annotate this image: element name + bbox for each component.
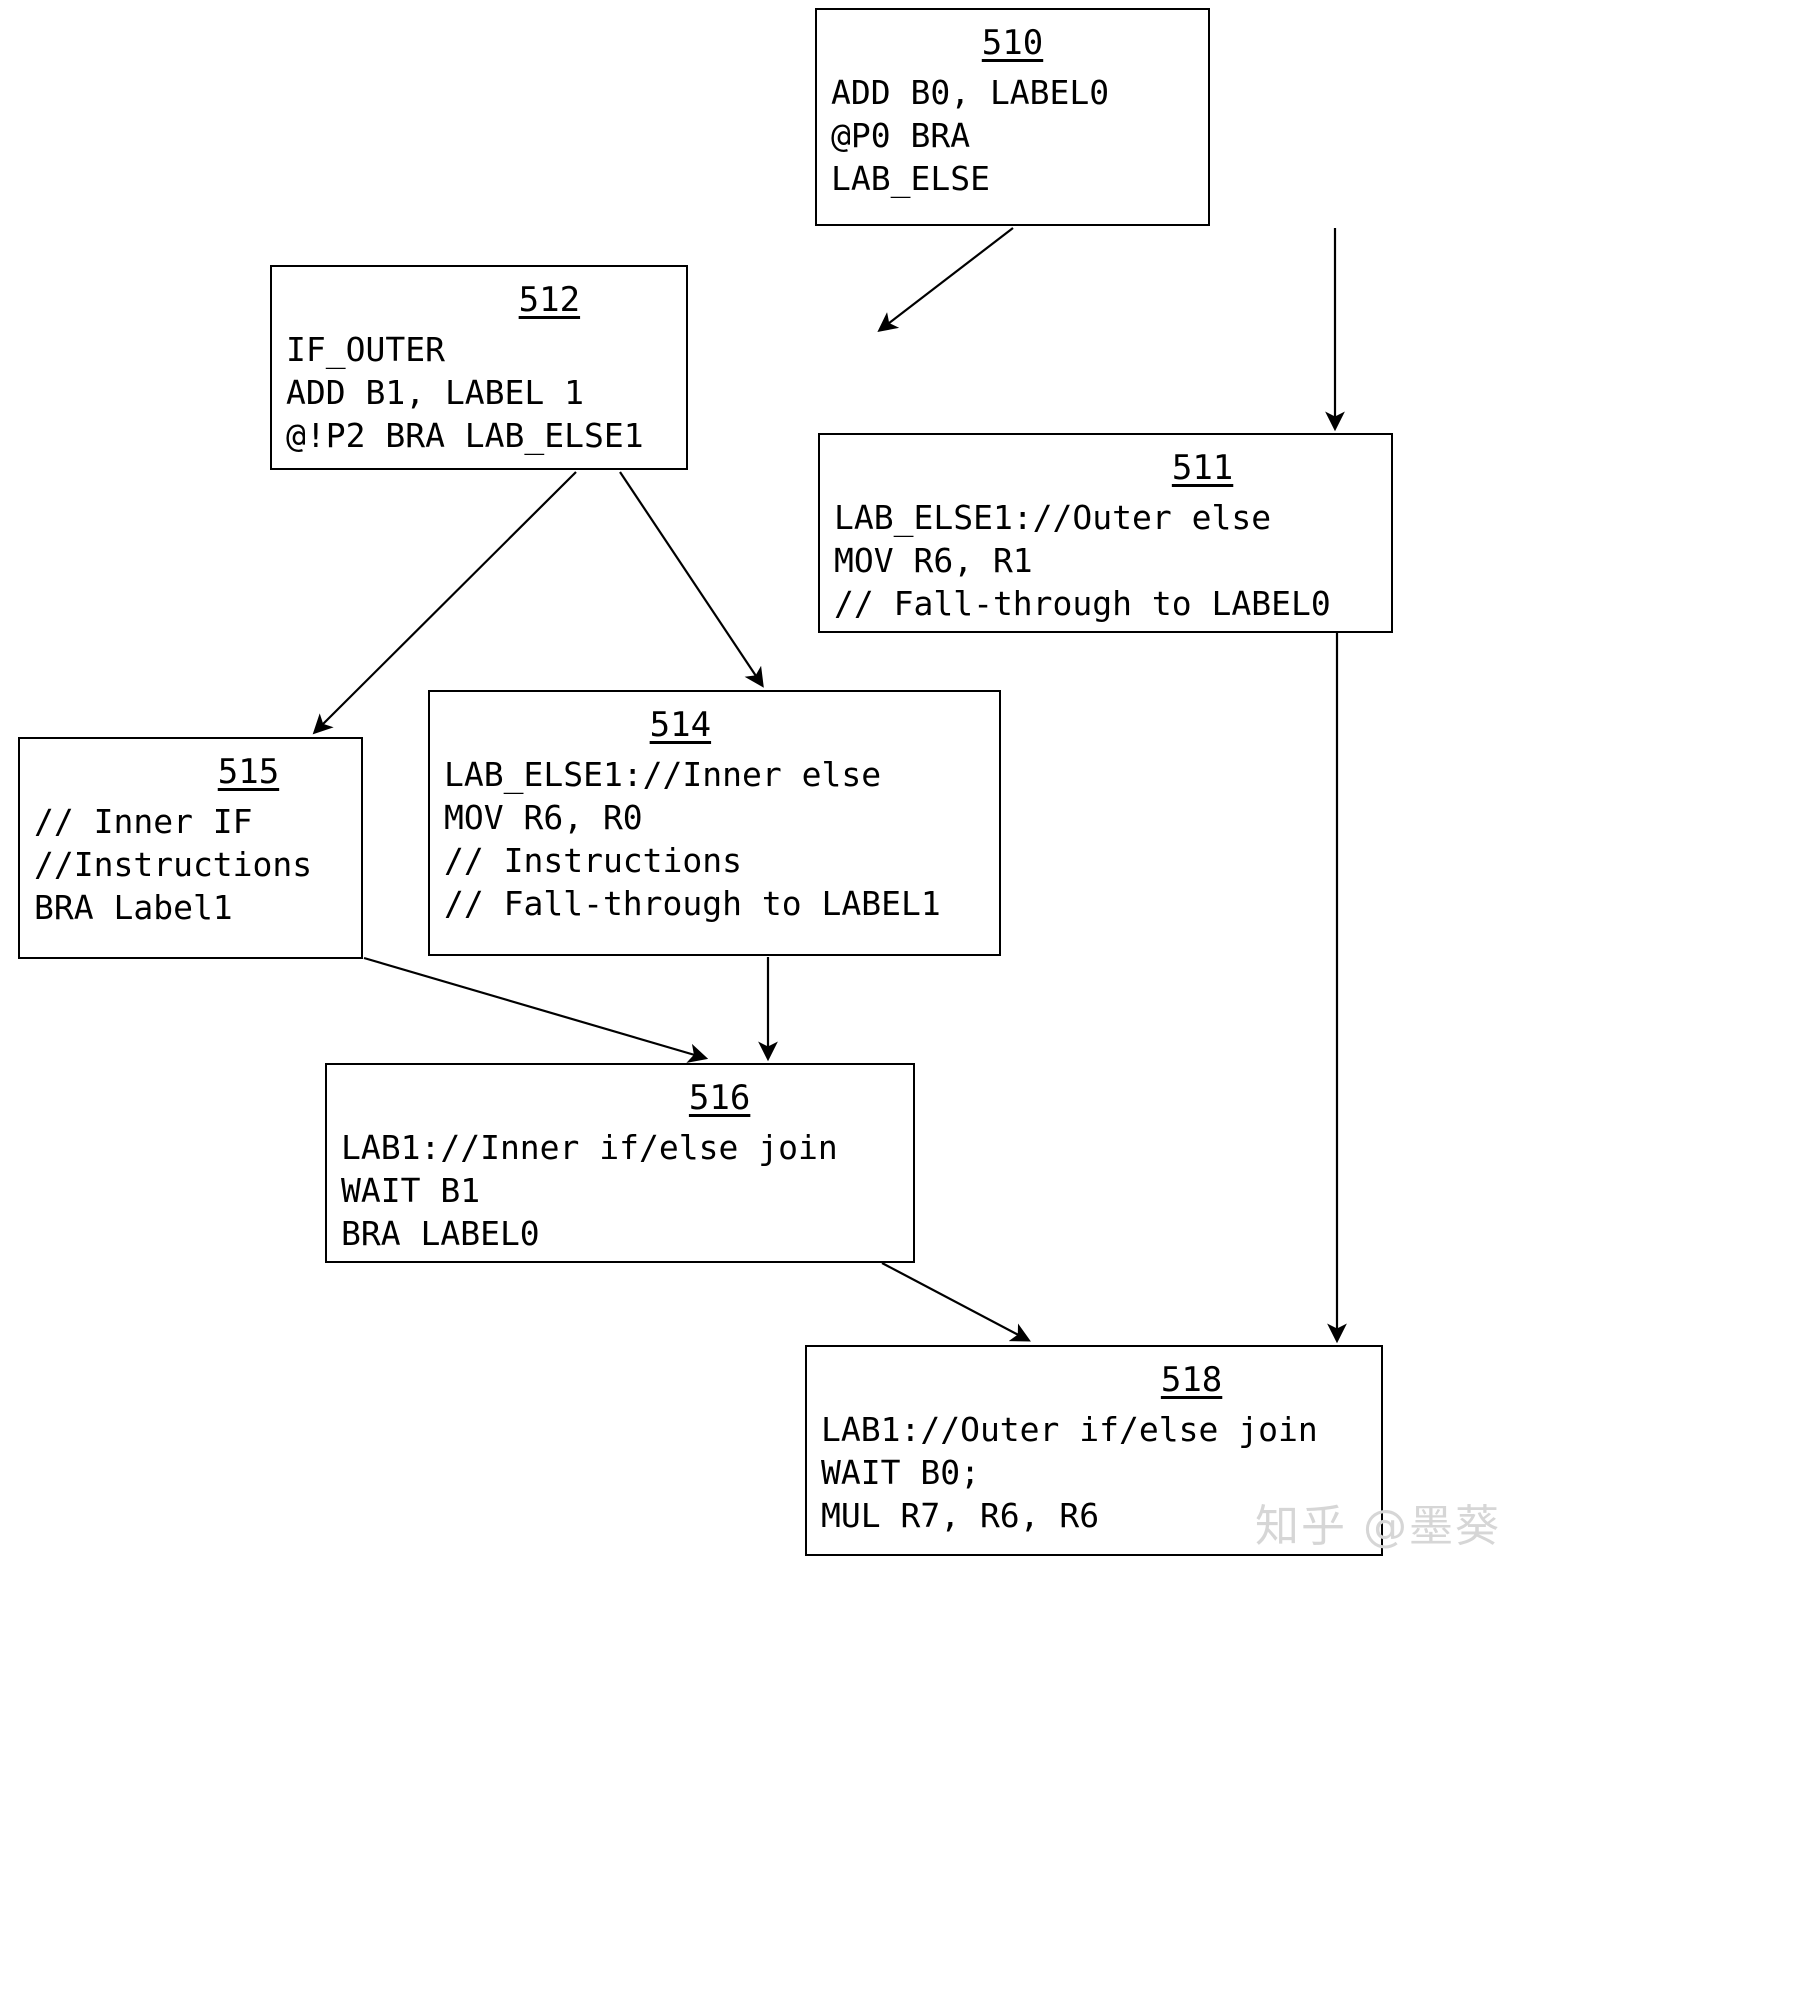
node-515[interactable]: 515 // Inner IF //Instructions BRA Label…	[18, 737, 363, 959]
node-518-label: 518	[1160, 1360, 1223, 1400]
node-511-label: 511	[1171, 448, 1234, 488]
node-514-label: 514	[649, 705, 712, 745]
node-514[interactable]: 514 LAB_ELSE1://Inner else MOV R6, R0 //…	[428, 690, 1001, 956]
edge-512-to-514	[619, 471, 764, 688]
node-510-label: 510	[981, 23, 1044, 63]
node-512[interactable]: 512 IF_OUTER ADD B1, LABEL 1 @!P2 BRA LA…	[270, 265, 688, 470]
node-510-body: ADD B0, LABEL0 @P0 BRA LAB_ELSE	[831, 73, 1110, 198]
node-518-body: LAB1://Outer if/else join WAIT B0; MUL R…	[821, 1410, 1318, 1535]
node-518[interactable]: 518 LAB1://Outer if/else join WAIT B0; M…	[805, 1345, 1383, 1556]
node-511-body: LAB_ELSE1://Outer else MOV R6, R1 // Fal…	[834, 498, 1331, 623]
node-514-body: LAB_ELSE1://Inner else MOV R6, R0 // Ins…	[444, 755, 941, 923]
node-515-body: // Inner IF //Instructions BRA Label1	[34, 802, 313, 927]
node-516[interactable]: 516 LAB1://Inner if/else join WAIT B1 BR…	[325, 1063, 915, 1263]
watermark: 知乎 @墨葵	[1255, 1501, 1501, 1552]
edge-515-to-516	[363, 956, 709, 1063]
node-512-body: IF_OUTER ADD B1, LABEL 1 @!P2 BRA LAB_EL…	[286, 330, 644, 455]
edge-516-to-518	[881, 1262, 1031, 1342]
node-510[interactable]: 510 ADD B0, LABEL0 @P0 BRA LAB_ELSE	[815, 8, 1210, 226]
node-515-label: 515	[217, 752, 280, 792]
node-516-body: LAB1://Inner if/else join WAIT B1 BRA LA…	[341, 1128, 838, 1253]
node-516-label: 516	[688, 1078, 751, 1118]
node-512-label: 512	[518, 280, 581, 320]
edge-510-to-512	[877, 227, 1014, 333]
node-511[interactable]: 511 LAB_ELSE1://Outer else MOV R6, R1 //…	[818, 433, 1393, 633]
